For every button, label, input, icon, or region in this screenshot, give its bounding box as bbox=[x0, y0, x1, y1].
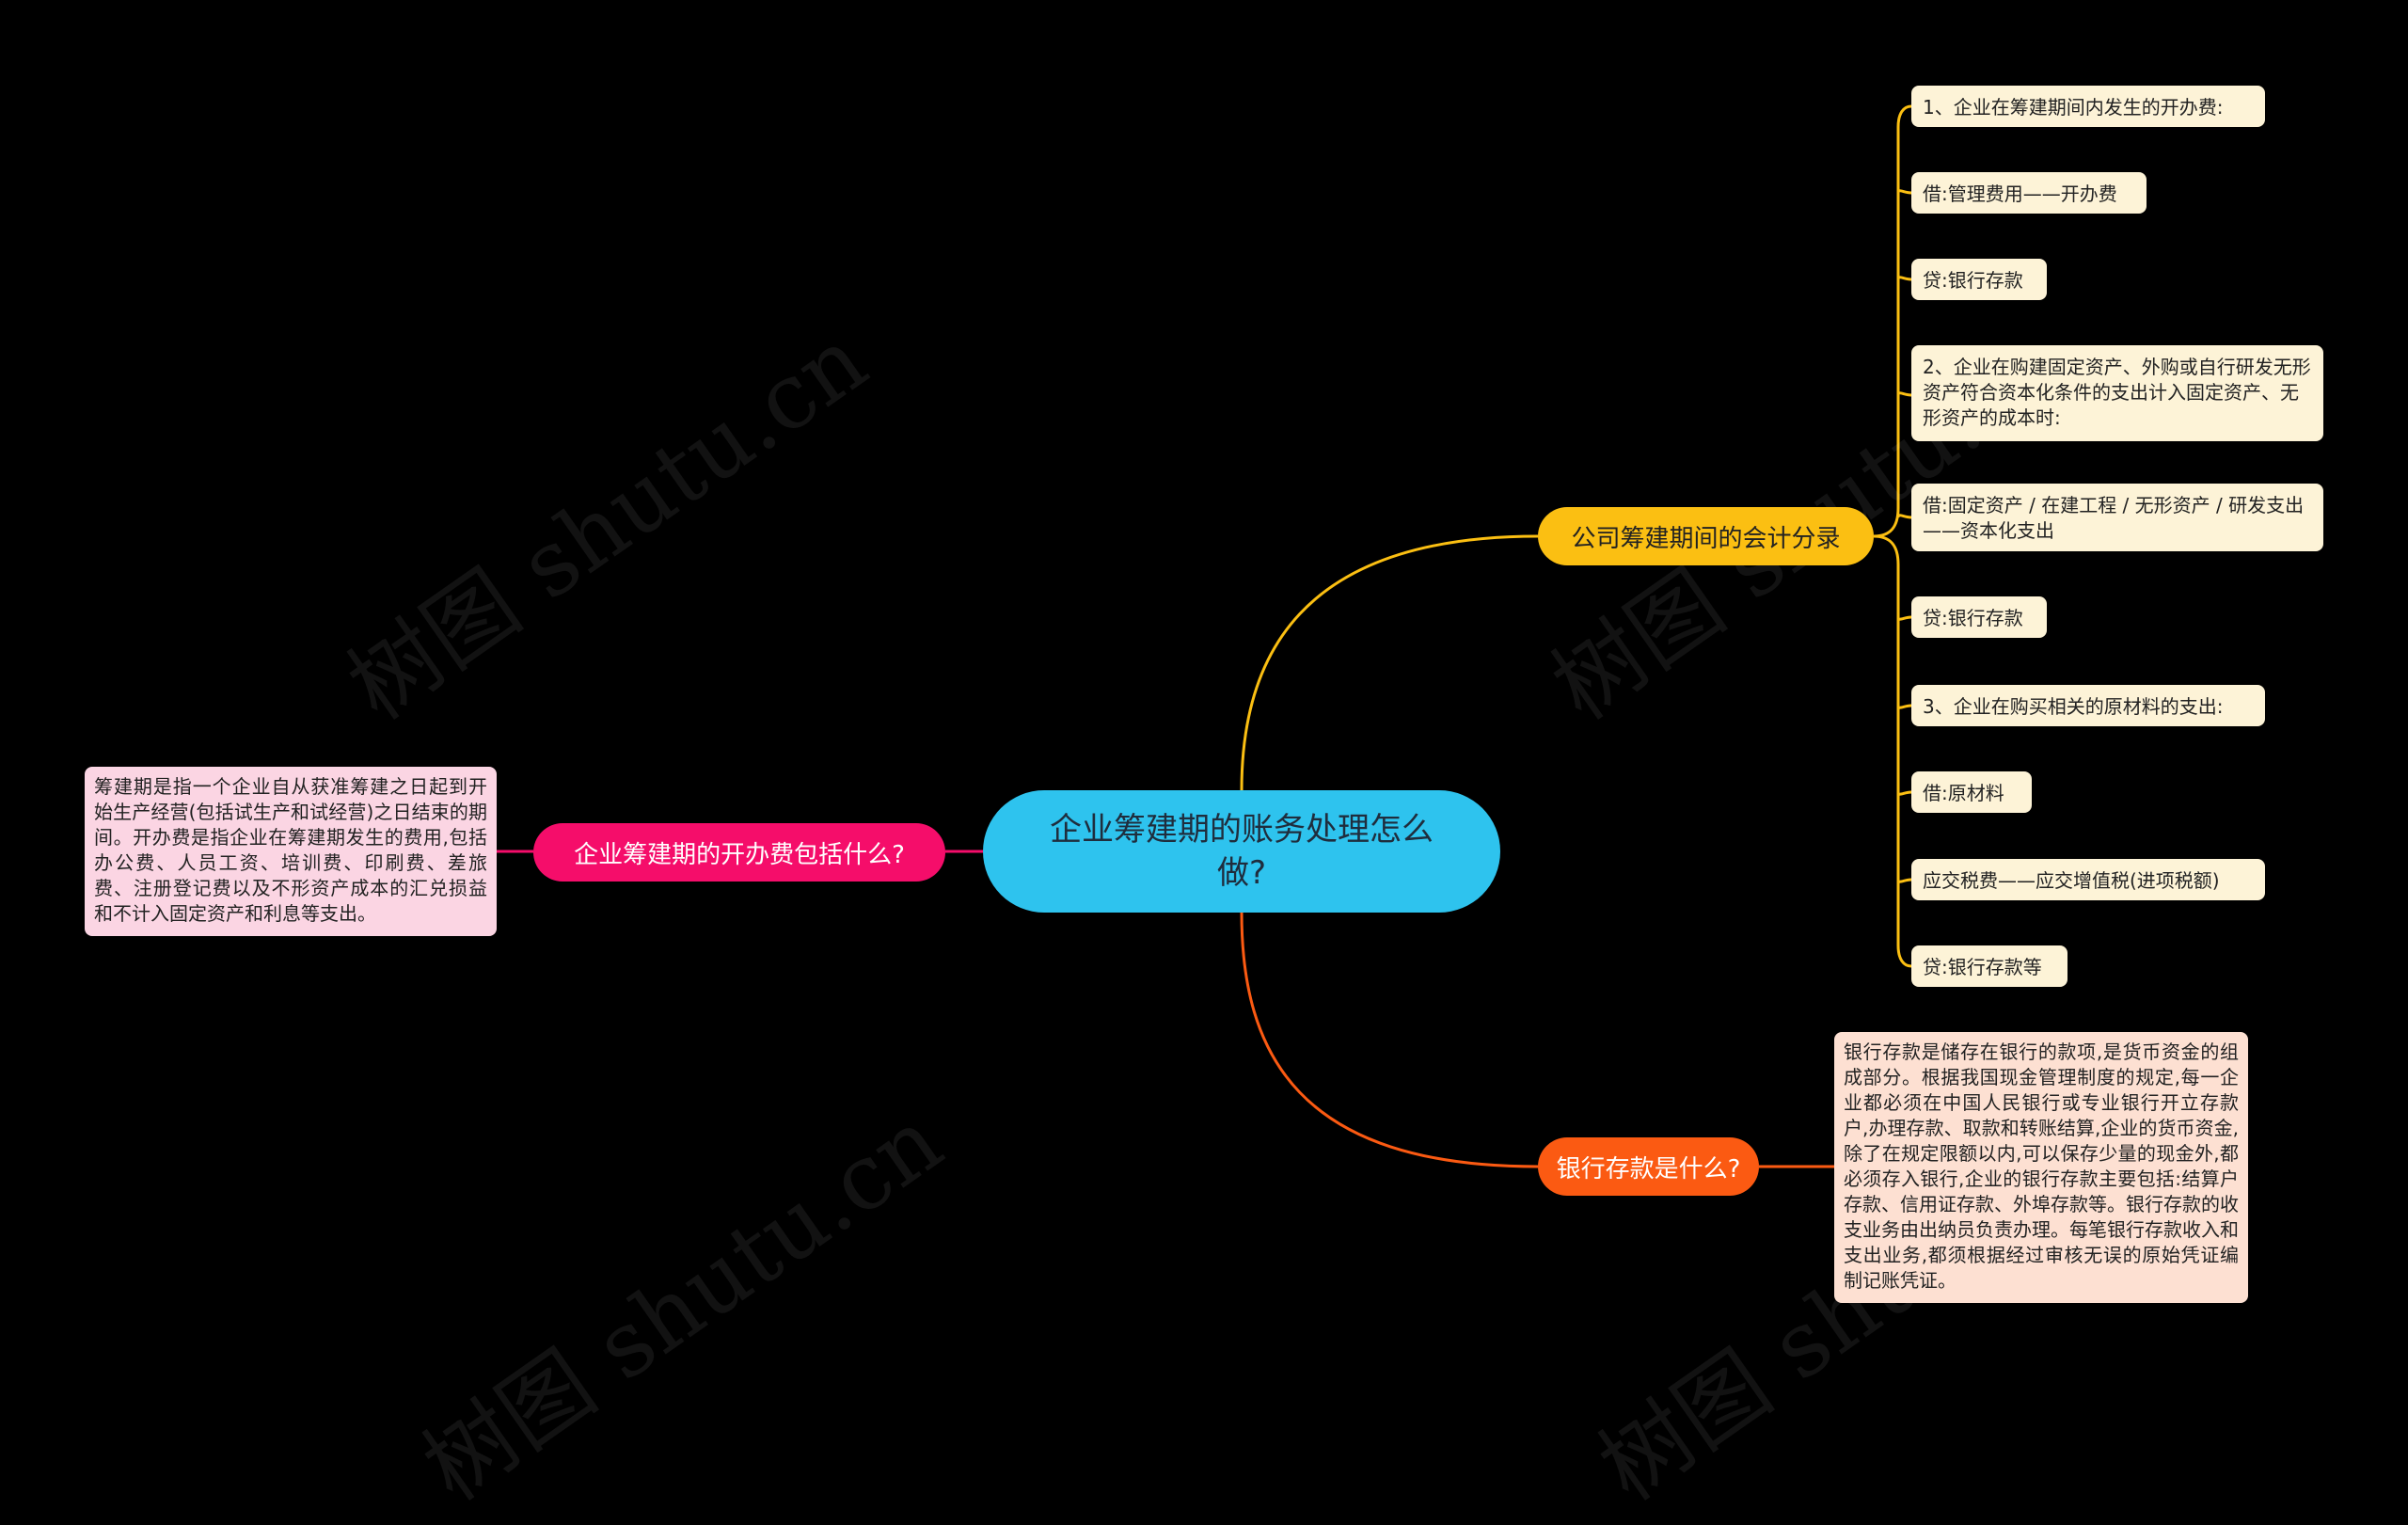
branch-label: 银行存款是什么? bbox=[1556, 1154, 1741, 1183]
leaf-item[interactable]: 借:固定资产 / 在建工程 / 无形资产 / 研发支出——资本化支出 bbox=[1911, 484, 2323, 551]
branch-label: 公司筹建期间的会计分录 bbox=[1571, 524, 1841, 553]
leaf-item[interactable]: 应交税费——应交增值税(进项税额) bbox=[1911, 859, 2265, 900]
branch-label: 企业筹建期的开办费包括什么? bbox=[574, 840, 905, 869]
central-topic[interactable]: 企业筹建期的账务处理怎么做? bbox=[983, 790, 1500, 913]
leaf-item[interactable]: 1、企业在筹建期间内发生的开办费: bbox=[1911, 86, 2265, 127]
connector-lines bbox=[497, 104, 1912, 1168]
bank-deposit-note[interactable]: 银行存款是储存在银行的款项,是货币资金的组成部分。根据我国现金管理制度的规定,每… bbox=[1834, 1032, 2248, 1303]
link-center-bank bbox=[1240, 912, 1539, 1168]
leaf-item[interactable]: 借:原材料 bbox=[1911, 771, 2032, 813]
branch-bank-deposit[interactable]: 银行存款是什么? bbox=[1538, 1137, 1759, 1196]
leaf-item[interactable]: 2、企业在购建固定资产、外购或自行研发无形资产符合资本化条件的支出计入固定资产、… bbox=[1911, 345, 2323, 441]
leaf-item[interactable]: 贷:银行存款等 bbox=[1911, 945, 2067, 987]
link-center-accounting bbox=[1240, 534, 1539, 791]
branch-accounting-entries[interactable]: 公司筹建期间的会计分录 bbox=[1538, 507, 1874, 565]
leaf-item[interactable]: 贷:银行存款 bbox=[1911, 596, 2047, 638]
branch-startup-fees[interactable]: 企业筹建期的开办费包括什么? bbox=[533, 823, 945, 882]
startup-fee-note[interactable]: 筹建期是指一个企业自从获准筹建之日起到开始生产经营(包括试生产和试经营)之日结束… bbox=[85, 767, 497, 936]
central-topic-label: 企业筹建期的账务处理怎么做? bbox=[1050, 811, 1434, 892]
leaf-item[interactable]: 借:管理费用——开办费 bbox=[1911, 172, 2147, 214]
leaf-item[interactable]: 贷:银行存款 bbox=[1911, 259, 2047, 300]
leaf-item[interactable]: 3、企业在购买相关的原材料的支出: bbox=[1911, 685, 2265, 726]
accounting-bracket bbox=[1873, 104, 1912, 968]
